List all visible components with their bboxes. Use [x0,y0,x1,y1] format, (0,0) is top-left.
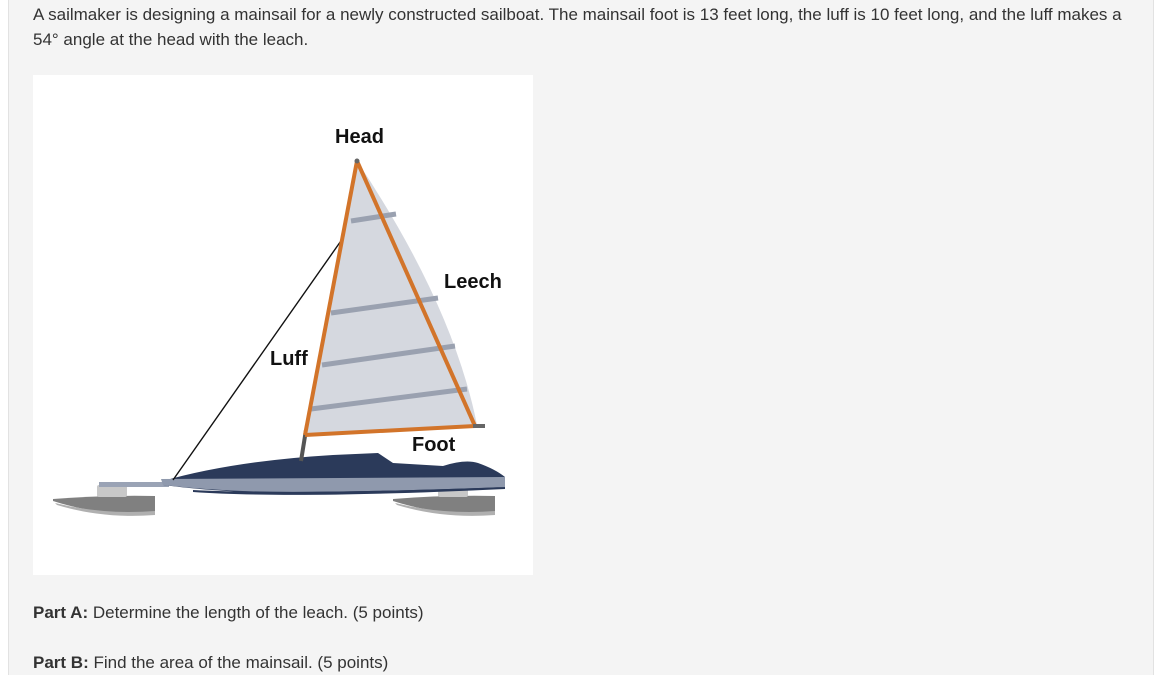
sail [305,161,477,435]
batten-3 [321,343,456,368]
foot-edge [304,424,476,437]
left-runner [53,495,155,514]
sailboat-figure: Head Leech Luff Foot [33,75,533,575]
sailboat-diagram: Head Leech Luff Foot [53,126,505,516]
leech-edge [355,160,477,427]
label-luff: Luff [270,348,308,370]
question-prompt: A sailmaker is designing a mainsail for … [33,5,1122,49]
label-foot: Foot [412,434,456,456]
runner-plank [99,482,169,487]
part-a-label: Part A: [33,603,89,622]
question-panel: A sailmaker is designing a mainsail for … [8,0,1154,675]
left-runner-mount [97,485,127,497]
batten-1 [350,211,397,224]
part-b: Part B: Find the area of the mainsail. (… [33,651,388,675]
batten-4 [310,386,468,412]
part-a-text: Determine the length of the leach. (5 po… [88,603,424,622]
forestay-line [172,237,344,481]
right-runner [393,495,495,514]
part-b-text: Find the area of the mainsail. (5 points… [88,653,389,672]
label-leech: Leech [444,271,502,293]
part-a: Part A: Determine the length of the leac… [33,601,424,625]
label-head: Head [335,126,384,148]
head-point [354,158,360,164]
hull-stripe [161,477,505,492]
luff-edge [303,160,359,436]
part-b-label: Part B: [33,653,89,672]
